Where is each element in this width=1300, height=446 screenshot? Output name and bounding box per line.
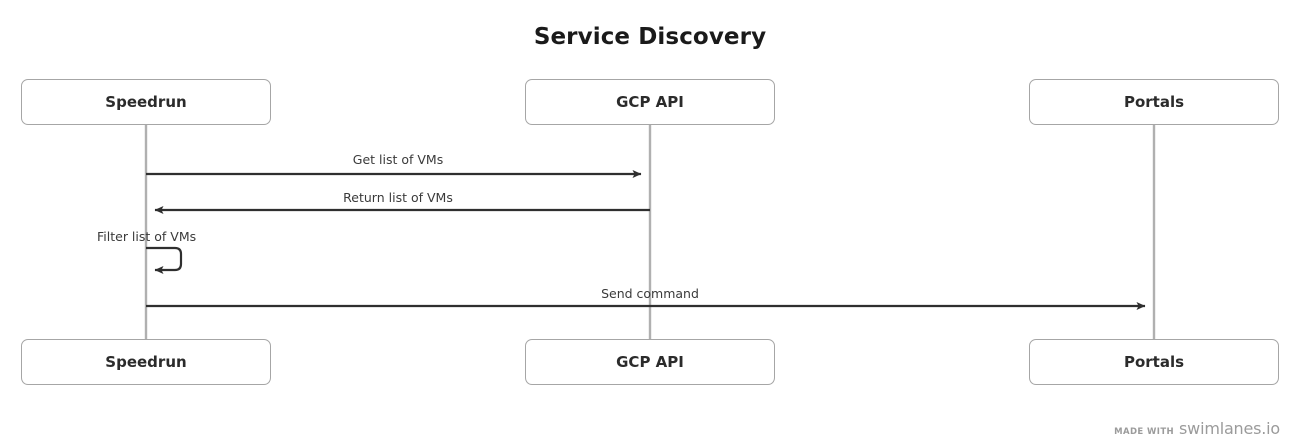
participant-box-portals-top[interactable]: Portals	[1029, 79, 1279, 125]
watermark: Made with swimlanes.io	[1114, 419, 1280, 438]
participant-box-gcp-api-bottom[interactable]: GCP API	[525, 339, 775, 385]
lifelines	[144, 125, 1156, 339]
message-label-get-list-of-vms: Get list of VMs	[352, 152, 444, 167]
participant-label: Portals	[1123, 353, 1185, 371]
participant-label: GCP API	[616, 353, 684, 371]
watermark-brand: swimlanes.io	[1179, 419, 1280, 438]
participant-box-portals-bottom[interactable]: Portals	[1029, 339, 1279, 385]
participant-box-gcp-api-top[interactable]: GCP API	[525, 79, 775, 125]
participant-box-speedrun-top[interactable]: Speedrun	[21, 79, 271, 125]
message-label-return-list-of-vms: Return list of VMs	[343, 190, 453, 205]
participant-label: GCP API	[616, 93, 684, 111]
participant-label: Speedrun	[105, 353, 187, 371]
participant-box-speedrun-bottom[interactable]: Speedrun	[21, 339, 271, 385]
watermark-made-with: Made with	[1114, 427, 1175, 437]
page-title: Service Discovery	[533, 24, 767, 50]
message-label-filter-list-of-vms: Filter list of VMs	[97, 229, 197, 244]
participant-label: Portals	[1123, 93, 1185, 111]
message-label-send-command: Send command	[601, 286, 699, 301]
arrow-filter-list-of-vms-selfloop	[146, 246, 183, 274]
message-arrows	[146, 170, 1146, 310]
participant-label: Speedrun	[105, 93, 187, 111]
